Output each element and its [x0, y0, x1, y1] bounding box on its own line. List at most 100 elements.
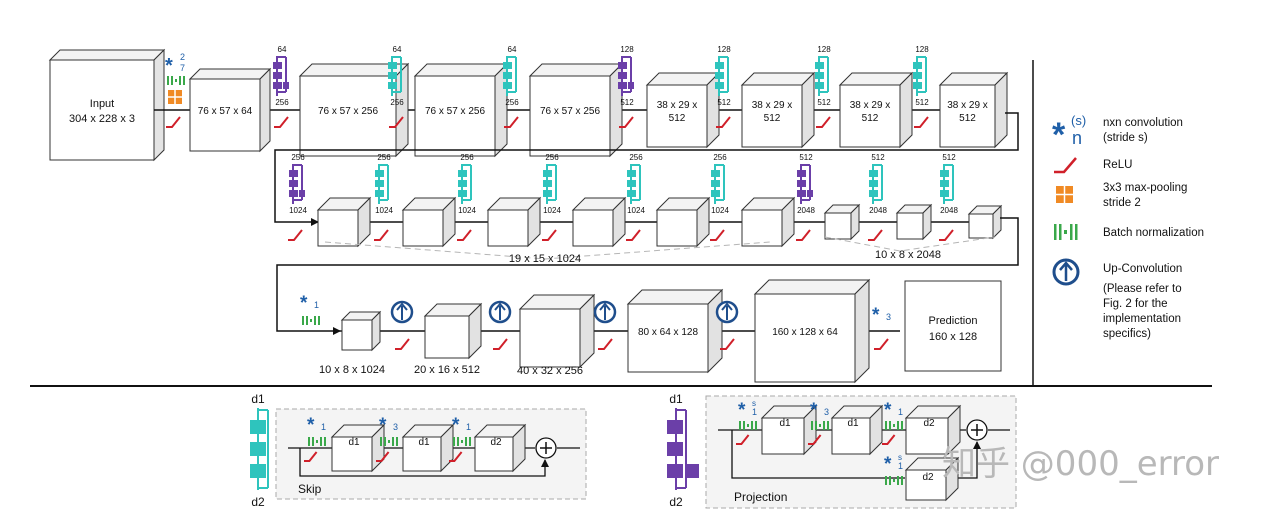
cube-side [579, 293, 595, 369]
block-square [715, 72, 724, 79]
block-square [458, 170, 467, 177]
purple-block-icon [273, 56, 289, 96]
input-label: Input [90, 98, 114, 110]
bn-bar [815, 421, 817, 430]
prediction-label: Prediction [929, 315, 978, 327]
prediction-box [904, 280, 1002, 372]
cube-side [696, 196, 710, 248]
block-in-channels: 128 [620, 45, 634, 54]
cube-side [899, 71, 913, 149]
teal-block-icon [458, 164, 472, 204]
relu-icon [939, 229, 954, 241]
cube-front [754, 293, 856, 383]
bn-bar [897, 476, 899, 485]
teal-block-icon [711, 164, 725, 204]
block-square [711, 180, 720, 187]
upconv-arrow [599, 302, 611, 320]
bn-bar [324, 437, 326, 446]
up-arrow-circle-icon [488, 300, 512, 324]
purple-block-icon [289, 164, 305, 204]
bn-bar [751, 421, 753, 430]
block-square [797, 170, 806, 177]
plus-circle-icon [535, 437, 557, 459]
asterisk-icon: * [452, 415, 460, 436]
batch-norm-icon [380, 437, 398, 446]
block-square [273, 62, 282, 69]
bn-bar [819, 424, 821, 427]
block-out-channels: 1024 [289, 206, 307, 215]
bn-bar [747, 424, 749, 427]
feature-map-dims: 20 x 16 x 512 [414, 364, 480, 376]
block-square [869, 170, 878, 177]
bn-bar [314, 316, 316, 325]
input-dims: 304 x 228 x 3 [69, 113, 135, 125]
conv-sub: 1 [466, 422, 471, 432]
cube-side [869, 404, 883, 456]
cube-side [994, 71, 1008, 149]
feature-map-box [188, 67, 272, 153]
bn-bar [310, 319, 312, 322]
cube-front [741, 84, 803, 148]
bn-bar [312, 437, 314, 446]
cube-front [572, 209, 614, 247]
feature-map-box [838, 71, 914, 149]
feature-map-box [401, 423, 455, 473]
projection-d1-label: d1 [669, 392, 683, 406]
teal-block-icon [815, 56, 829, 96]
legend-note-2: Fig. 2 for the [1103, 298, 1168, 310]
relu-icon [816, 116, 831, 128]
cube-side [468, 302, 482, 360]
teal-block-icon [940, 164, 954, 204]
legend-sym-n: n [1072, 128, 1082, 148]
bn-bar [811, 421, 813, 430]
cube-side [371, 310, 381, 352]
feature-map-dims: 512 [959, 113, 976, 124]
block-out-channels: 1024 [458, 206, 476, 215]
block-square [375, 190, 384, 197]
input-box: Input 304 x 228 x 3 [48, 48, 166, 162]
conv-sup: s [752, 399, 756, 408]
batch-norm-icon [308, 437, 326, 446]
teal-block-icon [388, 56, 402, 96]
block-out-channels: 256 [390, 98, 404, 107]
cube-side [854, 278, 870, 384]
relu-icon [598, 338, 613, 350]
bn-bar [318, 316, 320, 325]
cube-front [896, 212, 924, 240]
conv-stride: 2 [180, 52, 185, 62]
block-square [283, 82, 289, 89]
feature-map-box [518, 293, 596, 369]
asterisk-icon: * [884, 400, 892, 421]
feature-map-box [316, 196, 372, 248]
conv-size: 7 [180, 63, 185, 73]
feature-map-dims: 38 x 29 x [947, 100, 988, 111]
bn-bar [302, 316, 304, 325]
relu-icon [457, 229, 472, 241]
block-square [375, 180, 384, 187]
cube-side [395, 62, 409, 158]
block-square [869, 190, 878, 197]
cube-front [939, 84, 996, 148]
relu-icon [716, 116, 731, 128]
block-square [458, 190, 467, 197]
cube-side [259, 67, 271, 153]
block-in-channels: 256 [377, 153, 391, 162]
plus-circle-icon [966, 419, 988, 441]
feature-map-dims: 76 x 57 x 256 [318, 106, 378, 117]
block-square [543, 170, 552, 177]
block-square [913, 82, 922, 89]
feature-map-box [895, 203, 933, 241]
block-dims-label: d1 [348, 437, 360, 448]
asterisk-icon: * [738, 400, 746, 421]
cube-side [781, 196, 795, 248]
bn-bar [308, 437, 310, 446]
relu-icon [389, 116, 404, 128]
block-dims-label: d2 [490, 437, 502, 448]
purple-block-icon [797, 164, 813, 204]
feature-map-box [938, 71, 1009, 149]
legend: * n (s) nxn convolution (stride s) ReLU … [1052, 113, 1204, 340]
block-square [375, 170, 384, 177]
feature-map-dims: 40 x 32 x 256 [517, 365, 583, 377]
